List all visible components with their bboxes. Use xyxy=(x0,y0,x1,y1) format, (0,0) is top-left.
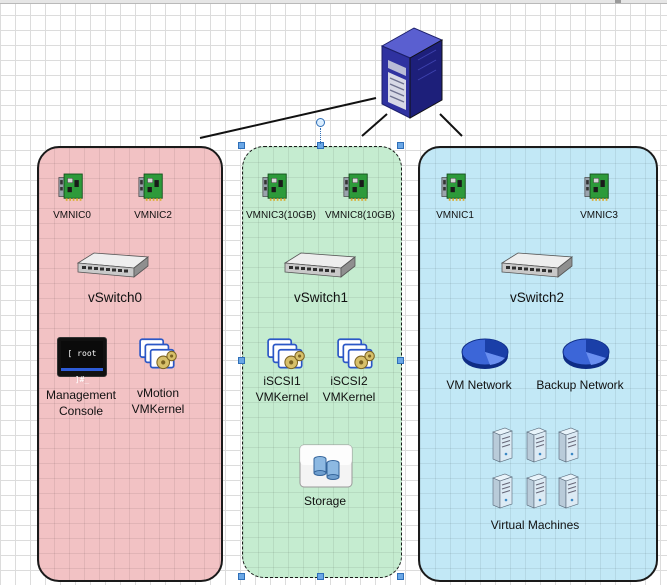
virtual-machines-label: Virtual Machines xyxy=(490,518,580,532)
selection-handle-right[interactable] xyxy=(397,357,404,364)
label-line: Management xyxy=(45,388,117,402)
vswitch1-label: vSwitch1 xyxy=(293,290,349,305)
selection-handle-top-left[interactable] xyxy=(238,142,245,149)
vswitch1-icon[interactable] xyxy=(283,251,357,279)
virtual-machine-icon[interactable] xyxy=(524,472,548,510)
vmnic1-icon[interactable] xyxy=(441,170,467,204)
vswitch2-icon[interactable] xyxy=(500,251,574,279)
virtual-machine-icon[interactable] xyxy=(556,472,580,510)
label-line: VMKernel xyxy=(255,390,309,404)
iscsi1-vmkernel-label: iSCSI1 VMKernel xyxy=(248,373,316,405)
vmnic0-icon[interactable] xyxy=(58,170,84,204)
vmnic1-label: VMNIC1 xyxy=(436,210,474,221)
selection-handle-bottom-left[interactable] xyxy=(238,573,245,580)
vmnic2-icon[interactable] xyxy=(138,170,164,204)
console-icon[interactable]: [ root ]#_ xyxy=(57,337,107,384)
label-line: vMotion xyxy=(136,386,180,400)
uplink-line-vswitch1[interactable] xyxy=(361,113,388,137)
iscsi2-vmkernel-icon[interactable] xyxy=(336,336,378,374)
vmnic3-10gb-label: VMNIC3(10GB) xyxy=(245,210,316,221)
vm-network-label: VM Network xyxy=(446,378,512,392)
label-line: Console xyxy=(58,404,104,418)
top-ruler-bar xyxy=(0,0,667,4)
vmnic3-icon[interactable] xyxy=(584,170,610,204)
label-line: iSCSI1 xyxy=(263,374,301,388)
virtual-machine-icon[interactable] xyxy=(556,426,580,464)
selection-handle-bottom-right[interactable] xyxy=(397,573,404,580)
uplink-line-vswitch0[interactable] xyxy=(199,97,377,139)
vswitch0-icon[interactable] xyxy=(76,251,150,279)
rotation-stem xyxy=(320,128,322,144)
vmnic3-label: VMNIC3 xyxy=(580,210,618,221)
backup-network-label: Backup Network xyxy=(536,378,624,392)
storage-label: Storage xyxy=(303,494,347,508)
ruler-marker xyxy=(615,0,621,3)
label-line: iSCSI2 xyxy=(330,374,368,388)
vswitch0-label: vSwitch0 xyxy=(87,290,143,305)
vmnic0-label: VMNIC0 xyxy=(53,210,91,221)
selection-handle-top-right[interactable] xyxy=(397,142,404,149)
label-line: VMKernel xyxy=(131,402,185,416)
vmotion-vmkernel-label: vMotion VMKernel xyxy=(120,385,196,417)
vmotion-vmkernel-icon[interactable] xyxy=(138,336,180,374)
console-prompt: [ root ]#_ xyxy=(61,341,103,384)
virtual-machine-icon[interactable] xyxy=(490,472,514,510)
uplink-line-vswitch2[interactable] xyxy=(439,113,463,137)
selection-handle-left[interactable] xyxy=(238,357,245,364)
management-console-label: Management Console xyxy=(38,387,124,419)
iscsi2-vmkernel-label: iSCSI2 VMKernel xyxy=(314,373,384,405)
server-icon[interactable] xyxy=(374,24,446,120)
vswitch2-group[interactable] xyxy=(418,146,658,582)
vmnic2-label: VMNIC2 xyxy=(134,210,172,221)
selection-handle-bottom[interactable] xyxy=(317,573,324,580)
vmnic8-10gb-label: VMNIC8(10GB) xyxy=(324,210,395,221)
iscsi1-vmkernel-icon[interactable] xyxy=(266,336,308,374)
vmnic3-10gb-icon[interactable] xyxy=(262,170,288,204)
label-line: VMKernel xyxy=(322,390,376,404)
vswitch2-label: vSwitch2 xyxy=(509,290,565,305)
vm-network-icon[interactable] xyxy=(460,335,510,371)
rotation-handle[interactable] xyxy=(316,118,325,127)
virtual-machine-icon[interactable] xyxy=(490,426,514,464)
storage-icon[interactable] xyxy=(299,444,353,488)
vmnic8-10gb-icon[interactable] xyxy=(343,170,369,204)
virtual-machine-icon[interactable] xyxy=(524,426,548,464)
vswitch1-group[interactable] xyxy=(242,146,402,578)
backup-network-icon[interactable] xyxy=(561,335,611,371)
